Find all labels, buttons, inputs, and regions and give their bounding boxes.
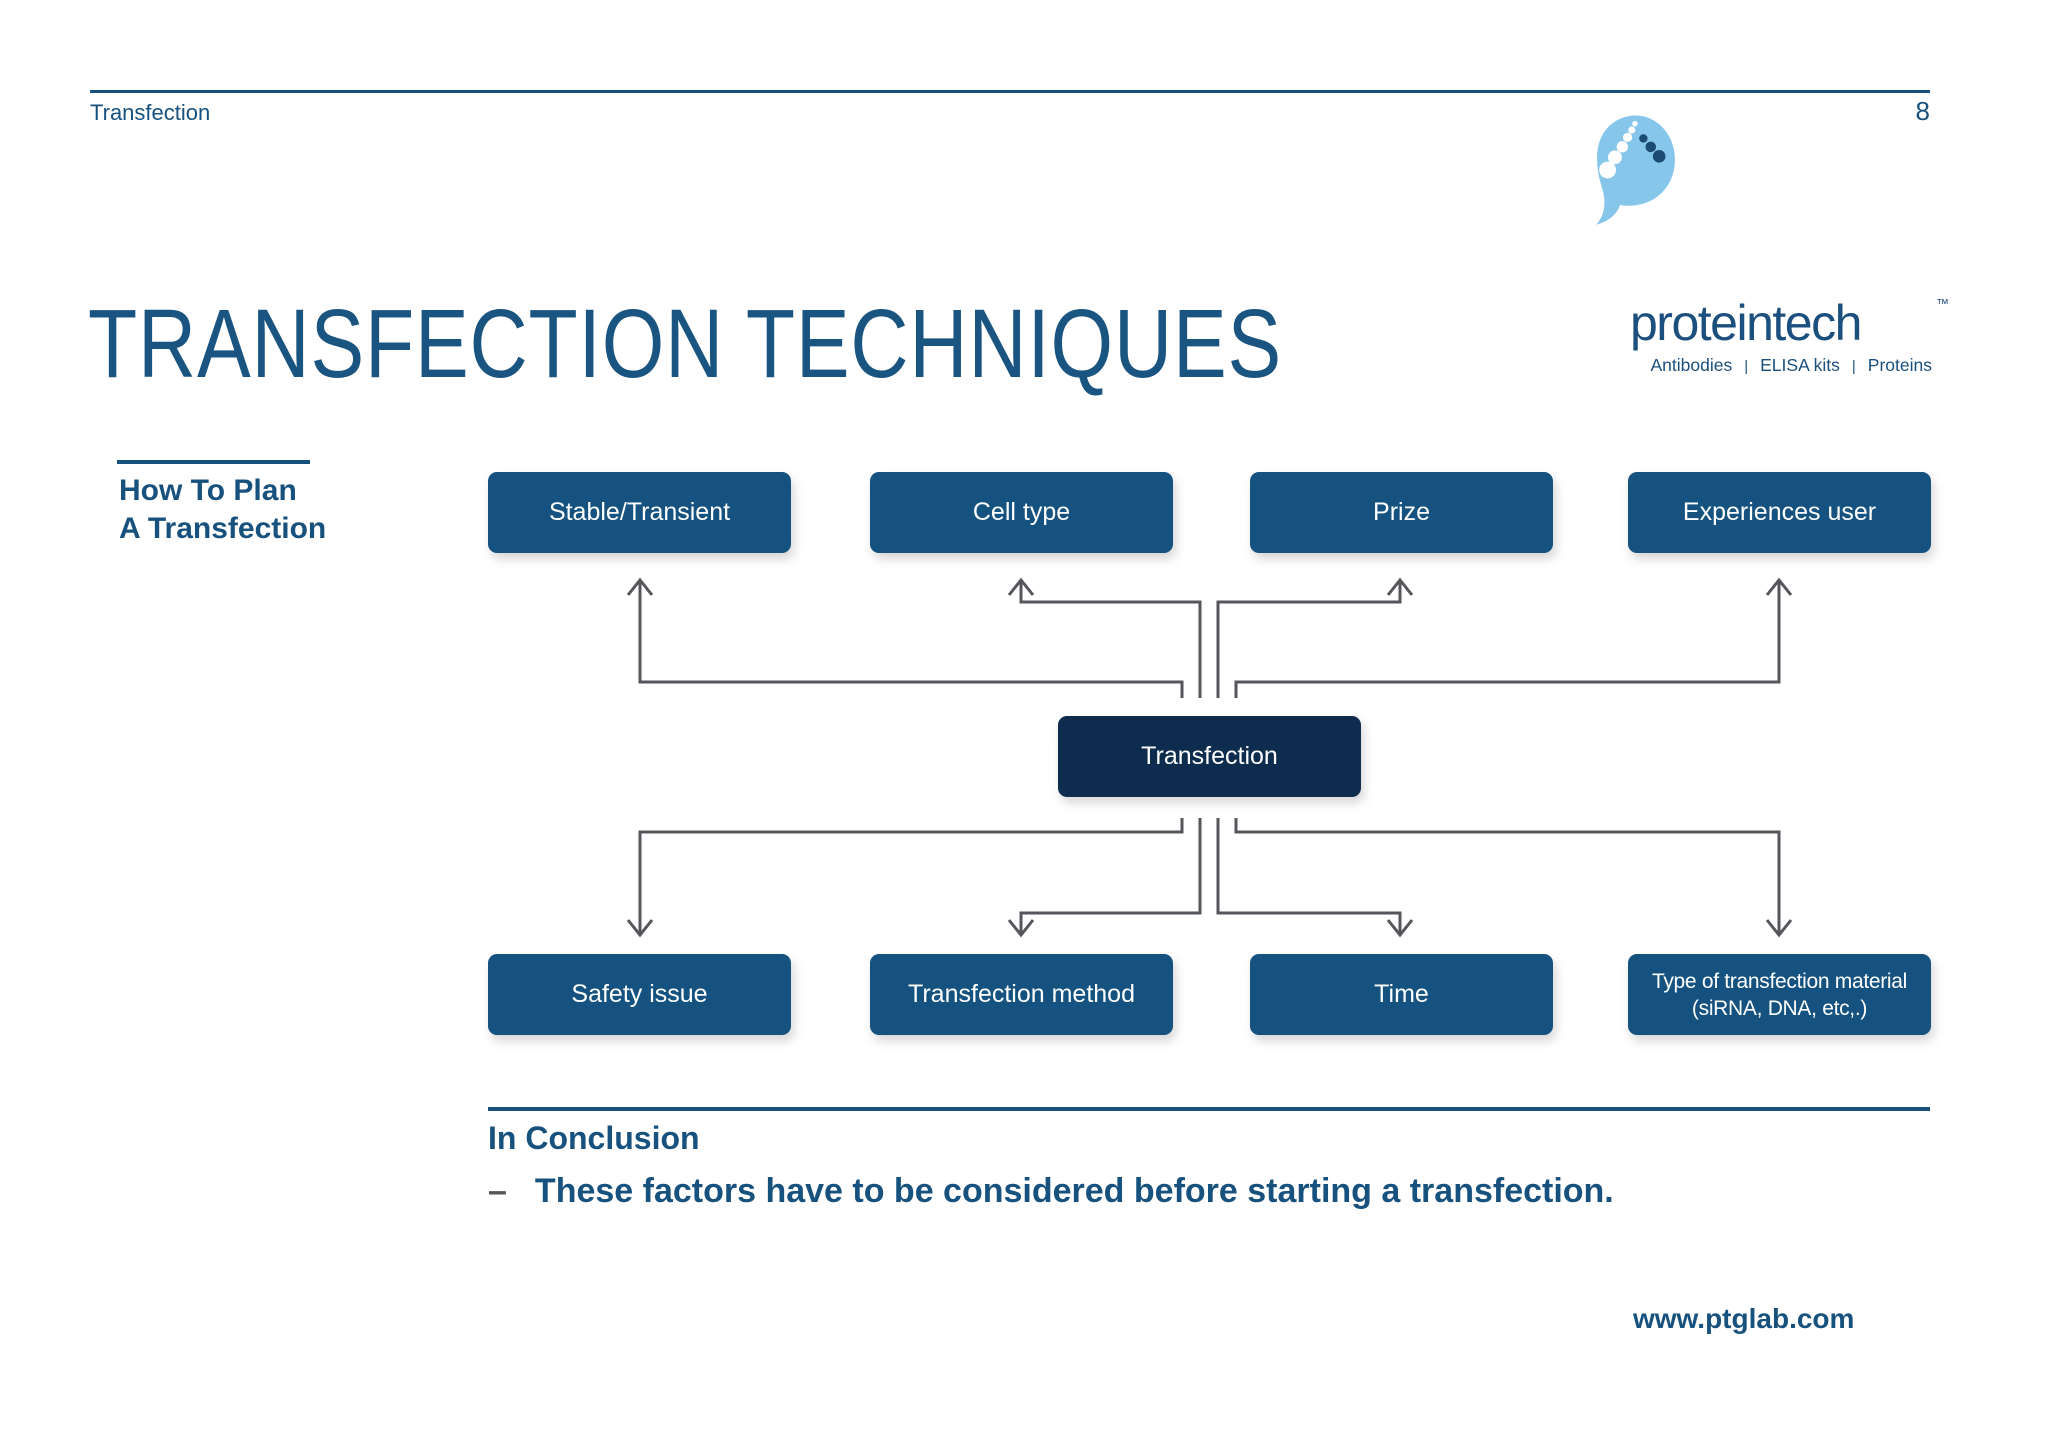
connector-time [1216, 818, 1402, 935]
node-cell-type: Cell type [870, 472, 1173, 553]
plan-heading: How To Plan A Transfection [119, 472, 326, 548]
arrowhead-down-icon [1386, 919, 1414, 938]
node-transfection-center: Transfection [1058, 716, 1361, 797]
page-title: TRANSFECTION TECHNIQUES [88, 289, 1283, 398]
tagline-separator: | [1851, 358, 1856, 375]
arrowhead-up-icon [1765, 577, 1793, 596]
header-title: Transfection [90, 100, 211, 125]
plan-heading-rule [117, 460, 310, 464]
connector-safety-issue [638, 818, 1184, 935]
conclusion-rule [488, 1107, 1930, 1111]
bullet-dash: – [488, 1172, 507, 1210]
plan-heading-line1: How To Plan [119, 474, 297, 507]
arrowhead-up-icon [1386, 577, 1414, 596]
connector-cell-type [1019, 580, 1202, 698]
connector-transfection-material [1234, 818, 1781, 935]
arrowhead-down-icon [1765, 919, 1793, 938]
plan-heading-line2: A Transfection [119, 512, 327, 545]
header-rule [90, 90, 1930, 93]
tagline-separator: | [1744, 358, 1749, 375]
node-prize: Prize [1250, 472, 1553, 553]
arrowhead-up-icon [1007, 577, 1035, 596]
tagline-elisa-kits: ELISA kits [1760, 355, 1840, 375]
node-transfection-material: Type of transfection material (siRNA, DN… [1628, 954, 1931, 1035]
tagline-proteins: Proteins [1867, 355, 1932, 375]
website-link[interactable]: www.ptglab.com [1633, 1303, 1855, 1334]
conclusion-heading: In Conclusion [488, 1120, 700, 1156]
logo-trademark: ™ [1936, 296, 1949, 311]
logo-drop-icon [1596, 115, 1675, 225]
tagline-antibodies: Antibodies [1650, 355, 1733, 375]
node-stable-transient: Stable/Transient [488, 472, 791, 553]
arrowhead-down-icon [626, 919, 654, 938]
arrowhead-up-icon [626, 577, 654, 596]
connector-transfection-method [1019, 818, 1202, 935]
node-safety-issue: Safety issue [488, 954, 791, 1035]
logo-tagline: Antibodies | ELISA kits | Proteins [1650, 355, 1932, 376]
conclusion-bullet: – These factors have to be considered be… [488, 1172, 1614, 1211]
connector-stable-transient [638, 580, 1184, 698]
arrowhead-down-icon [1007, 919, 1035, 938]
connector-prize [1216, 580, 1402, 698]
proteintech-logo: proteintech ™ Antibodies | ELISA kits | Prot… [1590, 108, 1950, 375]
node-experiences-user: Experiences user [1628, 472, 1931, 553]
bullet-text: These factors have to be considered befo… [534, 1172, 1614, 1210]
connector-experiences-user [1234, 580, 1781, 698]
logo-wordmark: proteintech [1630, 295, 1862, 351]
node-time: Time [1250, 954, 1553, 1035]
node-transfection-method: Transfection method [870, 954, 1173, 1035]
page-number: 8 [1915, 96, 1930, 126]
